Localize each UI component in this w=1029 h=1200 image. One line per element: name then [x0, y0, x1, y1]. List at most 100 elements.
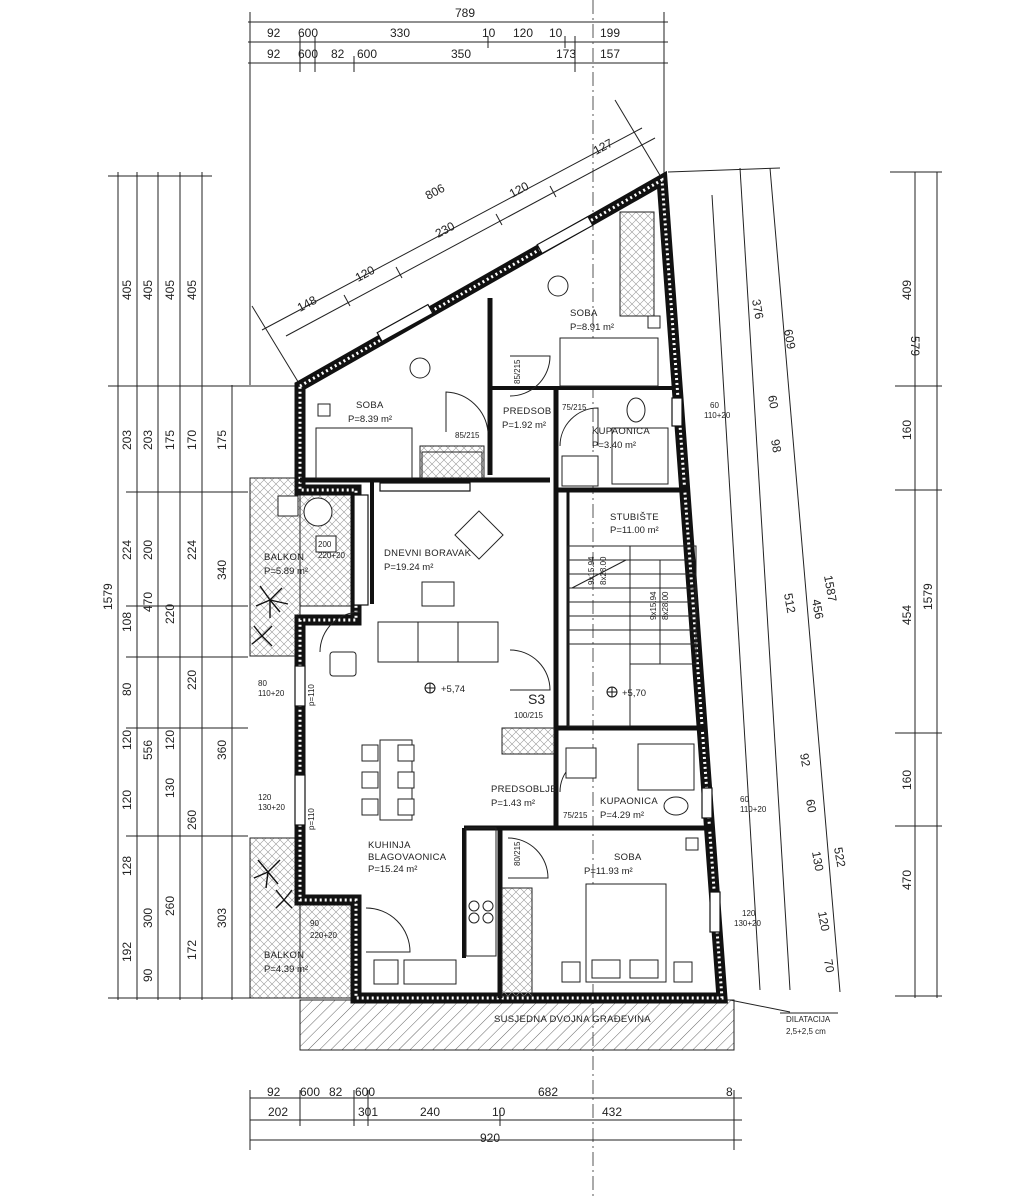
svg-text:1579: 1579	[101, 583, 115, 610]
svg-text:120: 120	[120, 730, 134, 750]
elevation-living: +5,74	[441, 684, 465, 695]
svg-text:P=19.24 m²: P=19.24 m²	[384, 562, 433, 573]
svg-text:120: 120	[815, 910, 832, 932]
svg-text:405: 405	[120, 280, 134, 300]
windows	[294, 215, 721, 933]
svg-text:120: 120	[163, 730, 177, 750]
svg-text:120: 120	[353, 263, 378, 285]
svg-text:85/215: 85/215	[455, 431, 480, 440]
svg-text:120: 120	[120, 790, 134, 810]
svg-text:330: 330	[390, 26, 410, 40]
svg-text:10: 10	[492, 1105, 506, 1119]
svg-text:160: 160	[900, 770, 914, 790]
svg-text:200: 200	[318, 540, 332, 549]
right-dimensions	[667, 167, 942, 998]
svg-text:SOBA: SOBA	[356, 400, 384, 411]
svg-text:85/215: 85/215	[513, 359, 522, 384]
svg-text:P=1.43 m²: P=1.43 m²	[491, 798, 535, 809]
svg-text:P=11.00 m²: P=11.00 m²	[610, 525, 659, 536]
svg-text:75/215: 75/215	[563, 811, 588, 820]
svg-text:224: 224	[120, 540, 134, 560]
svg-text:STUBIŠTE: STUBIŠTE	[610, 512, 659, 523]
svg-text:DNEVNI BORAVAK: DNEVNI BORAVAK	[384, 548, 472, 559]
svg-text:92: 92	[267, 26, 281, 40]
staircase	[567, 545, 697, 727]
dim-bottom-labels: 92 600 82 600 682 8 202 301 240 10 432 9…	[267, 1085, 733, 1145]
svg-text:340: 340	[215, 560, 229, 580]
exterior-walls	[294, 170, 728, 1004]
svg-text:301: 301	[358, 1105, 378, 1119]
svg-text:600: 600	[298, 47, 318, 61]
room-soba-1: SOBA P=8.39 m²	[348, 400, 392, 425]
svg-text:100/215: 100/215	[514, 711, 543, 720]
svg-text:220+20: 220+20	[310, 931, 337, 940]
svg-text:P=11.93 m²: P=11.93 m²	[584, 866, 633, 877]
svg-text:579: 579	[908, 336, 922, 356]
svg-text:P=4.39 m²: P=4.39 m²	[264, 964, 308, 975]
svg-text:8: 8	[726, 1085, 733, 1099]
svg-text:9x15.94: 9x15.94	[649, 591, 658, 620]
svg-text:350: 350	[451, 47, 471, 61]
svg-text:80/215: 80/215	[513, 841, 522, 866]
svg-text:92: 92	[797, 752, 813, 768]
svg-text:556: 556	[141, 740, 155, 760]
svg-text:192: 192	[120, 942, 134, 962]
svg-text:199: 199	[600, 26, 620, 40]
neighbour-building-label: SUSJEDNA DVOJNA GRAĐEVINA	[494, 1014, 651, 1025]
svg-text:90: 90	[310, 919, 319, 928]
interior-walls	[300, 298, 712, 998]
svg-text:173: 173	[556, 47, 576, 61]
svg-text:82: 82	[331, 47, 345, 61]
svg-text:160: 160	[900, 420, 914, 440]
room-dnevni-boravak: DNEVNI BORAVAK P=19.24 m²	[384, 548, 472, 573]
bottom-dimensions	[249, 1090, 742, 1150]
svg-text:682: 682	[538, 1085, 558, 1099]
svg-text:10: 10	[549, 26, 563, 40]
room-kuhinja: KUHINJA BLAGOVAONICA P=15.24 m²	[368, 840, 446, 875]
svg-text:KUPAONICA: KUPAONICA	[592, 426, 650, 437]
svg-text:127: 127	[591, 136, 616, 158]
svg-text:300: 300	[141, 908, 155, 928]
room-stubiste: STUBIŠTE P=11.00 m²	[610, 512, 659, 536]
svg-text:PREDSOB: PREDSOB	[503, 406, 552, 417]
dim-top-total: 789	[455, 6, 475, 20]
svg-text:202: 202	[268, 1105, 288, 1119]
svg-text:BALKON: BALKON	[264, 950, 304, 961]
svg-text:170: 170	[185, 430, 199, 450]
svg-text:110+20: 110+20	[740, 805, 767, 814]
svg-text:KUPAONICA: KUPAONICA	[600, 796, 658, 807]
svg-text:8x28.00: 8x28.00	[661, 591, 670, 620]
svg-text:920: 920	[480, 1131, 500, 1145]
svg-text:120: 120	[742, 909, 756, 918]
stair-flight-label: 9x15.94	[587, 556, 596, 585]
svg-text:148: 148	[295, 293, 320, 315]
svg-text:456: 456	[809, 598, 826, 620]
svg-text:405: 405	[185, 280, 199, 300]
room-soba-2: SOBA P=8.91 m²	[570, 308, 614, 333]
svg-text:203: 203	[141, 430, 155, 450]
dilatation-label: DILATACIJA	[786, 1015, 831, 1024]
svg-text:p=110: p=110	[307, 684, 316, 706]
svg-text:92: 92	[267, 47, 281, 61]
svg-text:600: 600	[300, 1085, 320, 1099]
svg-text:454: 454	[900, 605, 914, 625]
svg-text:470: 470	[900, 870, 914, 890]
svg-text:220+20: 220+20	[318, 551, 345, 560]
svg-text:260: 260	[185, 810, 199, 830]
svg-text:P=5.89 m²: P=5.89 m²	[264, 566, 308, 577]
svg-text:8x28.00: 8x28.00	[599, 556, 608, 585]
svg-text:303: 303	[215, 908, 229, 928]
svg-text:175: 175	[163, 430, 177, 450]
svg-text:110+20: 110+20	[704, 411, 731, 420]
svg-text:60: 60	[803, 798, 819, 814]
svg-text:240: 240	[420, 1105, 440, 1119]
svg-text:75/215: 75/215	[562, 403, 587, 412]
room-kupaonica-2: KUPAONICA P=4.29 m²	[600, 796, 658, 821]
svg-text:PREDSOBLJE: PREDSOBLJE	[491, 784, 557, 795]
svg-text:522: 522	[831, 846, 848, 868]
stair-code-label: S3	[528, 691, 545, 707]
svg-text:220: 220	[163, 604, 177, 624]
svg-text:600: 600	[298, 26, 318, 40]
svg-text:70: 70	[821, 958, 837, 974]
